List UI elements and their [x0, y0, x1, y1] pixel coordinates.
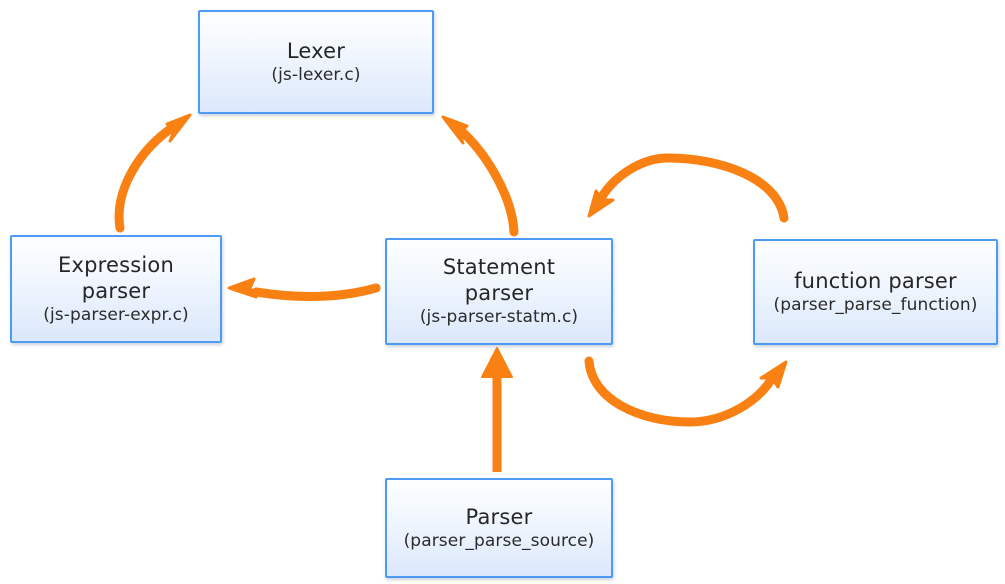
node-statement-parser-subtitle: (js-parser-statm.c) — [419, 307, 579, 327]
node-function-parser-subtitle: (parser_parse_function) — [773, 294, 978, 315]
node-lexer[interactable]: Lexer (js-lexer.c) — [198, 10, 434, 114]
arrow-statement-to-expression — [227, 277, 381, 302]
node-function-parser[interactable]: function parser (parser_parse_function) — [753, 239, 998, 345]
node-parser[interactable]: Parser (parser_parse_source) — [385, 478, 613, 578]
arrow-statement-to-lexer — [441, 115, 519, 237]
node-parser-title: Parser — [465, 504, 533, 529]
arrow-function-to-statement — [587, 153, 789, 223]
arrow-expression-to-lexer — [114, 113, 192, 233]
node-expression-parser-title-line1: Expression — [58, 252, 174, 277]
arrow-parser-to-statement — [481, 347, 513, 472]
arrow-statement-to-function — [584, 356, 788, 427]
node-function-parser-title: function parser — [794, 268, 957, 293]
node-statement-parser-title-line2: parser — [464, 281, 534, 305]
node-expression-parser-subtitle: (js-parser-expr.c) — [43, 304, 189, 325]
node-lexer-subtitle: (js-lexer.c) — [271, 64, 361, 85]
node-expression-parser[interactable]: Expression parser (js-parser-expr.c) — [10, 235, 222, 343]
node-statement-parser[interactable]: Statement parser (js-parser-statm.c) — [385, 238, 613, 345]
node-statement-parser-title-line1: Statement — [442, 255, 556, 279]
node-parser-subtitle: (parser_parse_source) — [403, 530, 595, 551]
node-lexer-title: Lexer — [286, 38, 346, 63]
node-expression-parser-title-line2: parser — [81, 278, 151, 303]
